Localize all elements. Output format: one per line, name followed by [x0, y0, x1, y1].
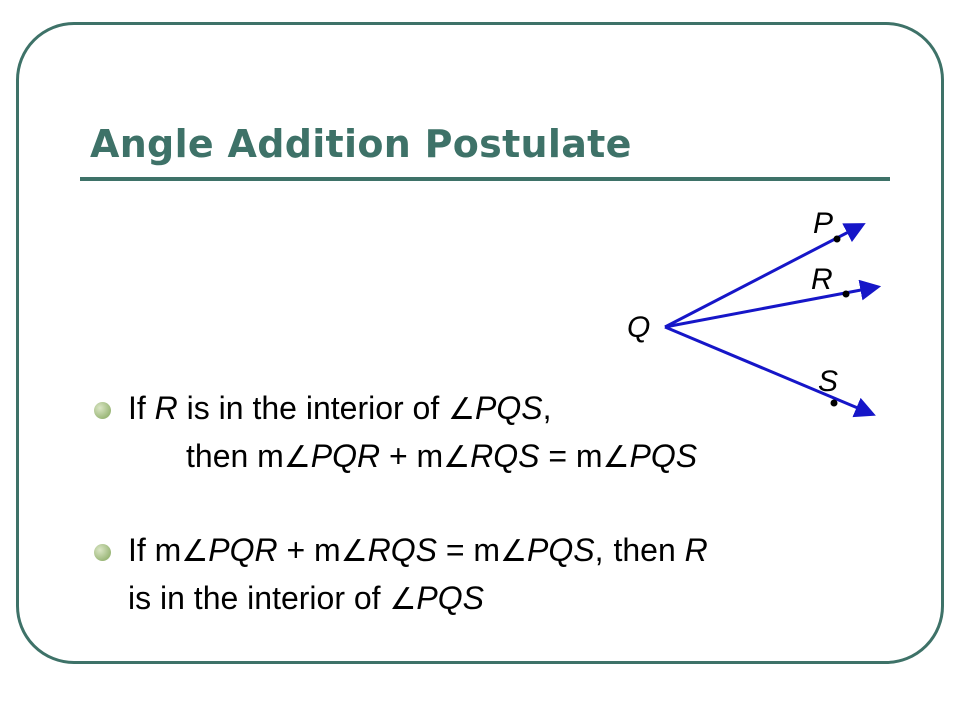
label-r: R	[811, 263, 833, 296]
text: + m	[277, 532, 341, 568]
angle-name: PQS	[416, 580, 484, 616]
angle-name: PQS	[526, 532, 595, 568]
slide-title: Angle Addition Postulate	[90, 122, 632, 166]
angle-symbol: ∠	[283, 441, 311, 474]
bullet-icon	[94, 402, 111, 419]
title-underline	[80, 177, 890, 181]
angle-name: RQS	[470, 438, 540, 474]
label-s: S	[818, 365, 838, 398]
ray-qs	[664, 325, 876, 418]
point-s	[830, 399, 838, 407]
var-r: R	[684, 532, 708, 568]
point-p	[833, 235, 841, 243]
text: = m	[436, 532, 501, 568]
text: = m	[539, 438, 603, 474]
text: If	[128, 390, 155, 426]
postulate-statement: If R is in the interior of ∠PQS, then m∠…	[90, 385, 920, 481]
angle-symbol: ∠	[181, 535, 209, 568]
label-p: P	[813, 207, 833, 240]
angle-diagram: P R Q S	[627, 207, 882, 418]
text: + m	[380, 438, 444, 474]
text: If m	[128, 532, 182, 568]
postulate-converse: If m∠PQR + m∠RQS = m∠PQS,then R is in th…	[90, 527, 920, 623]
point-r	[842, 290, 850, 298]
ray-qr	[664, 279, 882, 329]
angle-symbol: ∠	[340, 535, 368, 568]
postulate-list: If R is in the interior of ∠PQS, then m∠…	[90, 385, 920, 623]
bullet-icon	[94, 544, 111, 561]
angle-symbol: ∠	[443, 441, 471, 474]
angle-symbol: ∠	[389, 583, 417, 616]
angle-name: PQR	[310, 438, 381, 474]
label-q: Q	[627, 311, 650, 344]
angle-name: PQR	[208, 532, 278, 568]
angle-name: PQS	[629, 438, 698, 474]
slide-frame	[16, 22, 944, 664]
text: then	[613, 532, 685, 568]
then-clause: then m∠PQR + m∠RQS = m∠PQS	[128, 433, 697, 481]
text: is in the interior of	[177, 390, 449, 426]
angle-symbol: ∠	[602, 441, 630, 474]
angle-name: PQS	[475, 390, 543, 426]
text: then m	[186, 438, 284, 474]
angle-name: RQS	[367, 532, 437, 568]
ray-qp	[664, 223, 866, 329]
text: ,	[542, 390, 552, 426]
var-r: R	[154, 390, 178, 426]
angle-symbol: ∠	[500, 535, 527, 568]
angle-symbol: ∠	[448, 393, 476, 426]
text: is in the interior of	[128, 580, 390, 616]
text: ,	[594, 532, 604, 568]
